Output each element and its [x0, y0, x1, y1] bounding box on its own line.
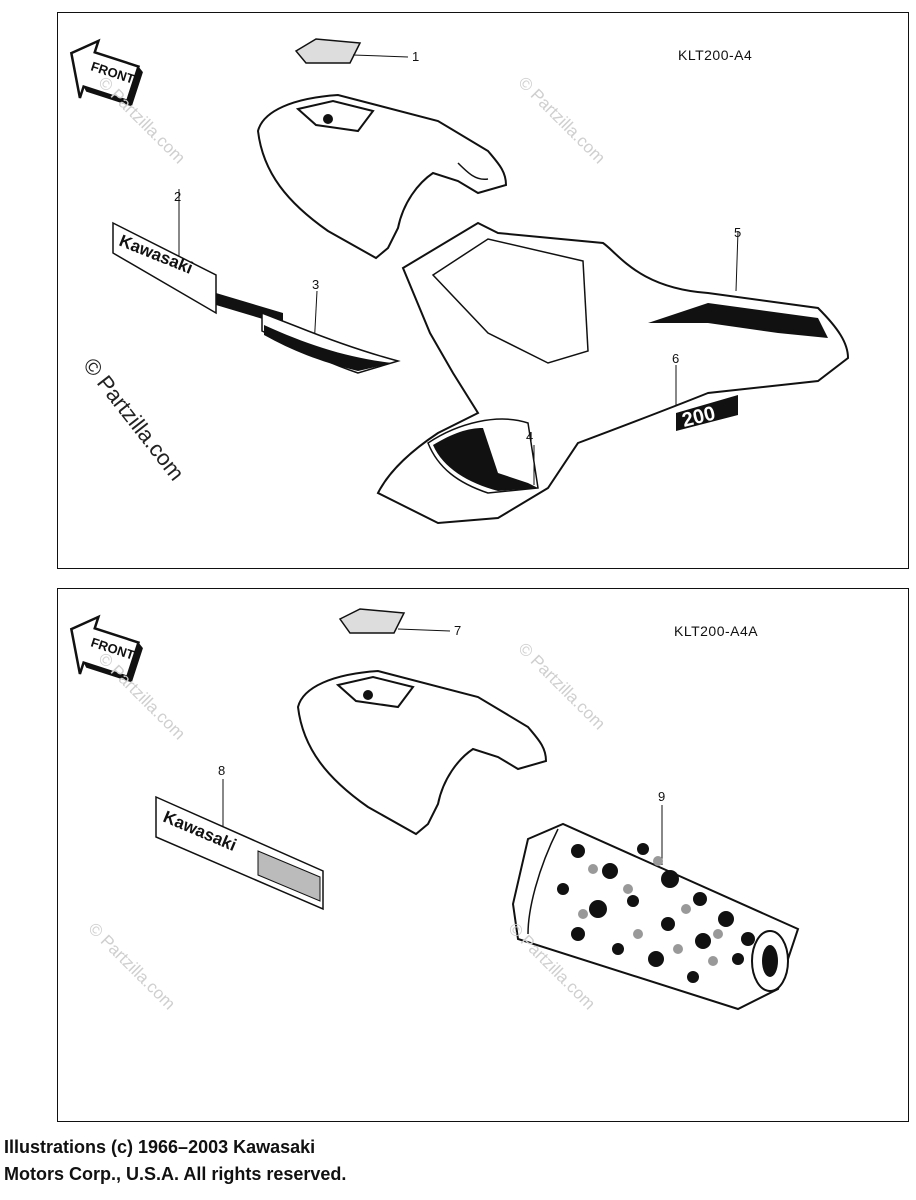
callout-1: 1	[412, 49, 420, 64]
callout-9: 9	[658, 789, 666, 804]
callout-4: 4	[526, 429, 534, 444]
diagram-panel-klt200-a4: Kawasaki 200 KLT200-A4 1 2 3 4 5 6 © Par…	[57, 12, 909, 569]
model-code-a4: KLT200-A4	[678, 47, 753, 63]
part-1-label-sticker	[294, 38, 409, 64]
part-7-label-sticker	[338, 608, 451, 634]
decal-200-text: 200	[680, 402, 718, 431]
callout-3: 3	[312, 277, 320, 292]
front-arrow-icon	[69, 614, 143, 683]
callout-5: 5	[734, 225, 742, 240]
copyright-line-1: Illustrations (c) 1966–2003 Kawasaki	[4, 1137, 316, 1157]
part-rear-fender	[376, 221, 850, 525]
copyright-line-2: Motors Corp., U.S.A. All rights reserved…	[4, 1164, 347, 1184]
front-arrow-icon	[69, 38, 143, 107]
part-8-kawasaki-decal	[155, 779, 324, 911]
copyright-notice: Illustrations (c) 1966–2003 Kawasaki Mot…	[4, 1134, 346, 1188]
model-code-a4a: KLT200-A4A	[674, 623, 759, 639]
callout-2: 2	[174, 189, 182, 204]
part-front-cover	[256, 93, 508, 260]
callout-6: 6	[672, 351, 680, 366]
callout-8: 8	[218, 763, 226, 778]
parts-illustration-a4a: Kawasaki	[69, 608, 800, 1011]
callout-7: 7	[454, 623, 462, 638]
part-3-stripe-decal	[261, 290, 401, 374]
part-2-kawasaki-decal	[112, 189, 283, 325]
diagram-panel-klt200-a4a: Kawasaki KLT200-A4A 7 8 9 ©	[57, 588, 909, 1122]
parts-illustration-a4: Kawasaki 200	[69, 38, 850, 525]
part-9-camo-roll	[511, 805, 800, 1011]
part-front-cover	[296, 669, 548, 836]
